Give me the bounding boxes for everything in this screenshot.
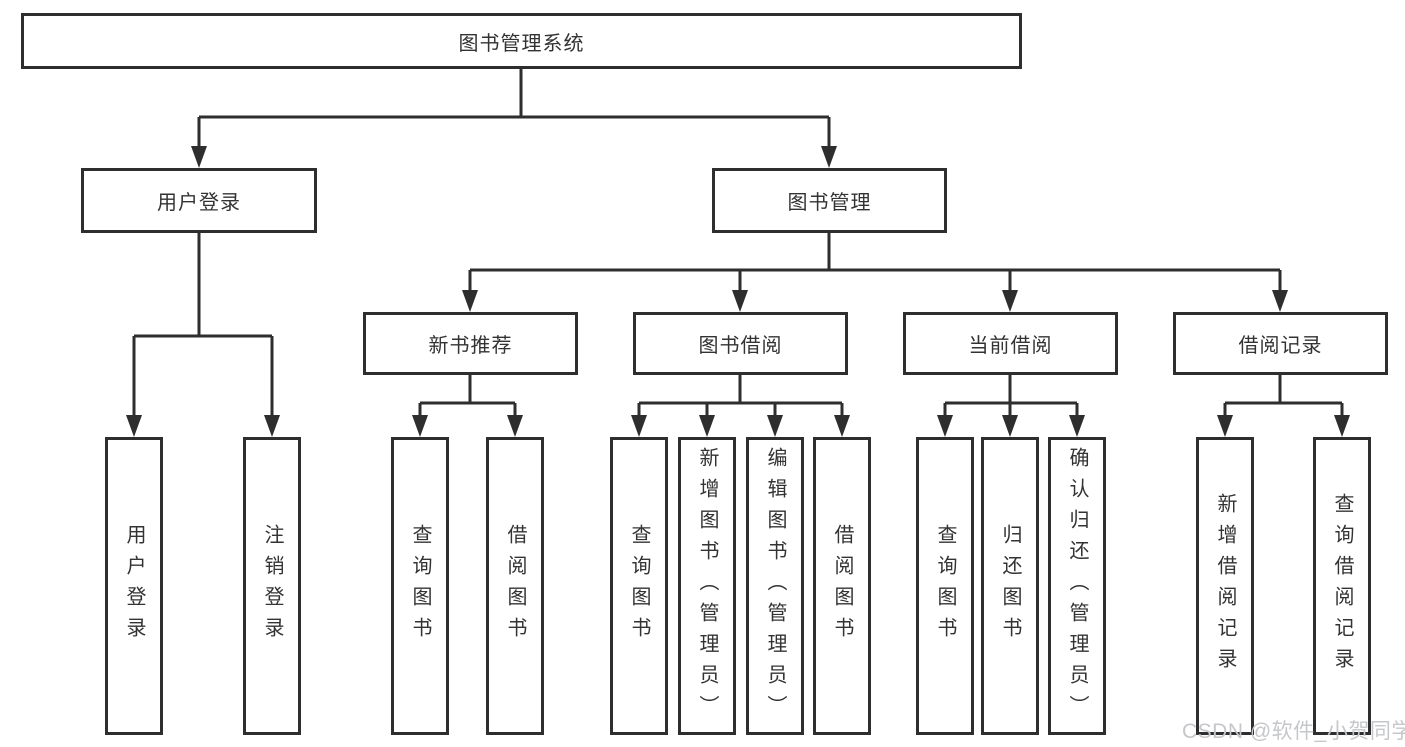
node-label: 图书管理 [787, 192, 872, 214]
node-label: 新增借阅记录 [1214, 493, 1236, 679]
leaf-recommend-query-book: 查询图书 [391, 437, 449, 735]
node-label: 图书借阅 [698, 335, 783, 357]
csdn-watermark: CSDN @软件_小贺同学 [1182, 720, 1405, 743]
leaf-confirm-return-admin: 确认归还（管理员） [1048, 437, 1106, 735]
node-label: 借阅图书 [504, 524, 526, 648]
leaf-return-book: 归还图书 [981, 437, 1039, 735]
node-label: 用户登录 [123, 524, 145, 648]
node-system-root: 图书管理系统 [21, 13, 1022, 69]
node-label: 图书管理系统 [458, 32, 585, 55]
node-label: 查询图书 [628, 524, 650, 648]
node-label: 借阅图书 [831, 524, 853, 648]
node-current-borrowing: 当前借阅 [903, 312, 1118, 375]
node-label: 查询图书 [409, 524, 431, 648]
leaf-logout: 注销登录 [243, 437, 301, 735]
node-borrowing-records: 借阅记录 [1173, 312, 1388, 375]
node-label: 新增图书（管理员） [696, 446, 718, 726]
leaf-query-borrow-record: 查询借阅记录 [1313, 437, 1371, 735]
node-label: 注销登录 [261, 524, 283, 648]
node-book-management: 图书管理 [712, 168, 947, 233]
node-label: 新书推荐 [428, 335, 513, 357]
leaf-user-login: 用户登录 [105, 437, 163, 735]
node-user-login: 用户登录 [81, 168, 317, 233]
leaf-borrow-book: 借阅图书 [813, 437, 871, 735]
leaf-add-borrow-record: 新增借阅记录 [1196, 437, 1254, 735]
node-label: 当前借阅 [968, 335, 1053, 357]
node-label: 借阅记录 [1238, 335, 1323, 357]
leaf-recommend-borrow-book: 借阅图书 [486, 437, 544, 735]
leaf-add-book-admin: 新增图书（管理员） [678, 437, 736, 735]
node-label: 用户登录 [157, 192, 241, 214]
node-new-book-recommend: 新书推荐 [363, 312, 578, 375]
node-label: 查询借阅记录 [1331, 493, 1353, 679]
node-label: 编辑图书（管理员） [764, 446, 786, 726]
node-book-borrowing: 图书借阅 [633, 312, 848, 375]
leaf-current-query-book: 查询图书 [916, 437, 974, 735]
node-label: 查询图书 [934, 524, 956, 648]
leaf-borrowing-query-book: 查询图书 [610, 437, 668, 735]
node-label: 归还图书 [999, 524, 1021, 648]
leaf-edit-book-admin: 编辑图书（管理员） [746, 437, 804, 735]
node-label: 确认归还（管理员） [1066, 446, 1088, 726]
